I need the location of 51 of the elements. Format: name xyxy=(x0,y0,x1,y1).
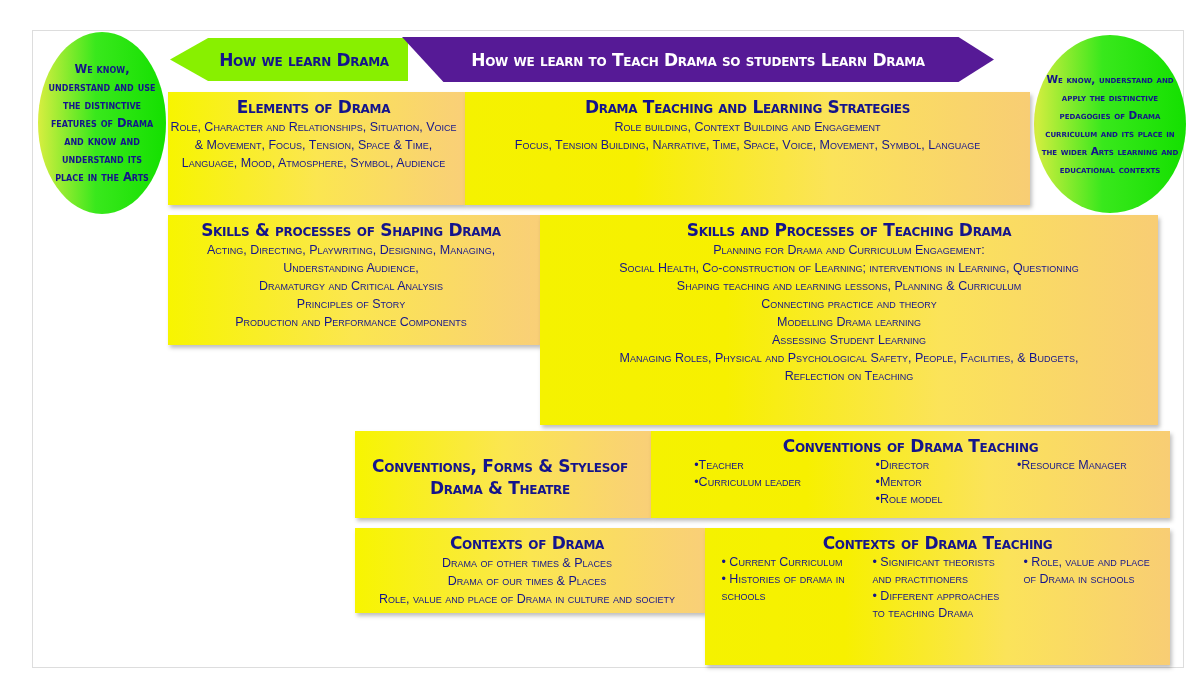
topic-panel xyxy=(168,92,465,205)
panel-text: Shaping teaching and learning lessons, Planning & Curriculum xyxy=(676,278,1022,295)
bullet-item: • Different approaches to teaching Drama xyxy=(872,588,1001,622)
bullet-item: •Teacher xyxy=(694,457,745,474)
panel-text: Role building, Context Building and Engagement xyxy=(614,119,881,136)
bullet-item: • Histories of drama in schools xyxy=(721,571,846,605)
panel-heading: Drama Teaching and Learning Strategies xyxy=(584,96,911,118)
panel-text: Managing Roles, Physical and Psychological Safety, People, Facilities, & Budgets, xyxy=(619,350,1079,367)
panel-heading: Elements of Drama xyxy=(236,96,391,118)
panel-heading: Conventions of Drama Teaching xyxy=(782,435,1039,457)
topic-panel xyxy=(465,92,1030,205)
panel-text: Reflection on Teaching xyxy=(784,368,914,385)
panel-text: Acting, Directing, Playwriting, Designing, Managing, Understanding Audience, xyxy=(205,242,497,277)
panel-text: Connecting practice and theory xyxy=(761,296,937,313)
panel-heading: Conventions, Forms & Stylesof Drama & Theatre xyxy=(371,454,629,499)
bullet-item: •Curriculum leader xyxy=(694,474,802,491)
panel-text: Production and Performance Components xyxy=(235,314,467,331)
panel-text: Role, value and place of Drama in culture and society xyxy=(379,591,675,608)
banner-title: How we learn Drama xyxy=(219,48,389,71)
bullet-item: • Role, value and place of Drama in schools xyxy=(1023,554,1151,588)
bullet-item: •Resource Manager xyxy=(1016,457,1127,474)
banner-title: How we learn to Teach Drama so students Learn Drama xyxy=(471,48,925,71)
bullet-item: •Mentor xyxy=(875,474,923,491)
panel-heading: Skills & processes of Shaping Drama xyxy=(201,219,501,241)
panel-text: Social Health, Co-construction of Learning; interventions in Learning, Questioning xyxy=(619,260,1079,277)
topic-panel xyxy=(355,528,705,613)
panel-text: Planning for Drama and Curriculum Engagement: xyxy=(713,242,985,259)
panel-text: Dramaturgy and Critical Analysis xyxy=(259,278,443,295)
panel-text: Role, Character and Relationships, Situation, Voice & Movement, Focus, Tension, Space & Time, Language, Mood, Atmosphere, Symbol, Audience xyxy=(169,119,458,172)
panel-heading: Contexts of Drama xyxy=(449,532,605,554)
topic-panel xyxy=(705,528,1170,665)
topic-panel xyxy=(651,431,1170,518)
bullet-item: • Current Curriculum xyxy=(721,554,844,571)
panel-text: Modelling Drama learning xyxy=(777,314,921,331)
circle-text: We know, understand and apply the distinctive pedagogies of Drama curriculum and its place in the wider Arts learning and educational contexts xyxy=(1040,72,1180,177)
topic-panel xyxy=(168,215,540,345)
bullet-item: •Director xyxy=(875,457,931,474)
topic-panel xyxy=(540,215,1158,425)
bullet-item: • Significant theorists and practitioners xyxy=(872,554,996,588)
panel-heading: Skills and Processes of Teaching Drama xyxy=(686,219,1012,241)
panel-text: Focus, Tension Building, Narrative, Time, Space, Voice, Movement, Symbol, Language xyxy=(514,137,981,154)
panel-text: Assessing Student Learning xyxy=(771,332,927,349)
panel-heading: Contexts of Drama Teaching xyxy=(822,532,1053,554)
goal-circle xyxy=(1034,35,1186,213)
panel-text: Drama of other times & Places xyxy=(441,555,613,572)
panel-text: Principles of Story xyxy=(296,296,406,313)
bullet-item: •Role model xyxy=(875,491,943,508)
topic-panel xyxy=(355,431,651,518)
panel-text: Drama of our times & Places xyxy=(447,573,607,590)
circle-text: We know, understand and use the distinctive features of Drama and know and understand its place in the Arts xyxy=(47,61,157,186)
direction-banner xyxy=(170,38,408,81)
